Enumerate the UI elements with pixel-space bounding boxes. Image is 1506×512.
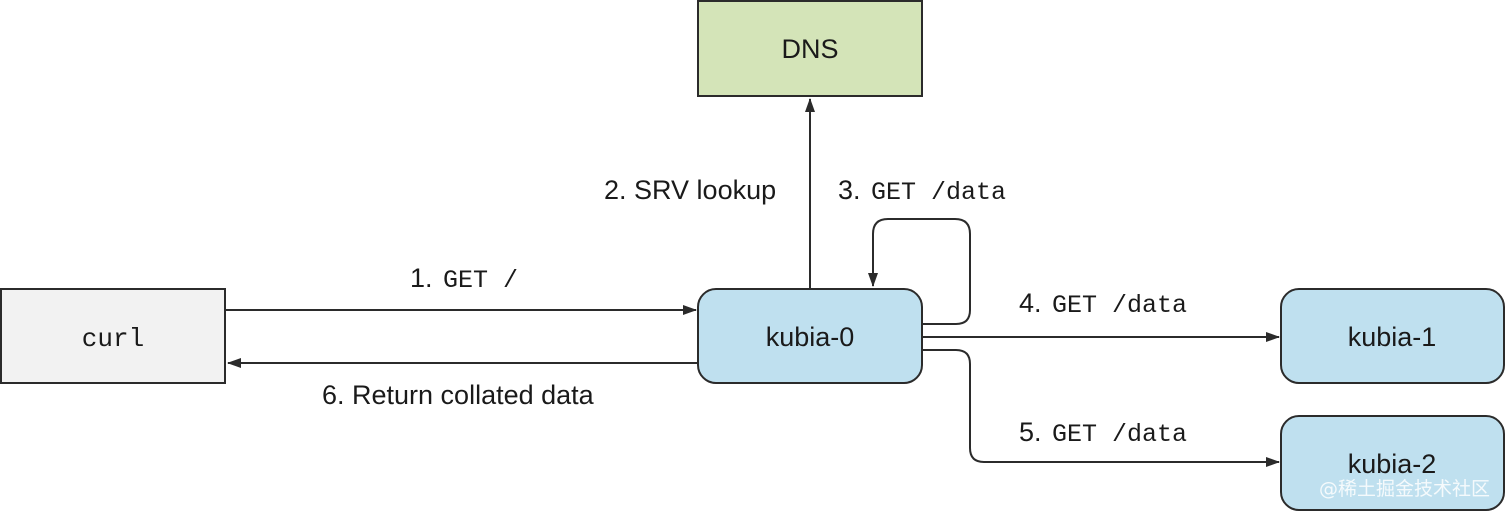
edge-label-step3: 3. GET /data — [838, 175, 1006, 207]
step1-text: GET / — [443, 266, 518, 295]
step4-text: GET /data — [1052, 291, 1187, 320]
node-curl — [0, 288, 226, 384]
step5-text: GET /data — [1052, 420, 1187, 449]
node-kubia-0-label: kubia-0 — [766, 322, 855, 352]
node-kubia-0 — [697, 288, 923, 384]
edges — [226, 98, 1280, 467]
node-dns — [697, 0, 923, 97]
edge-label-step4: 4. GET /data — [1019, 288, 1187, 320]
edge-kubia0-self-loop — [868, 218, 971, 325]
step3-number: 3. — [838, 175, 861, 205]
node-dns-label: DNS — [781, 34, 838, 64]
node-kubia-1-label: kubia-1 — [1348, 322, 1437, 352]
edge-label-step2: 2. SRV lookup — [604, 175, 776, 205]
edge-kubia0-to-kubia2 — [922, 349, 1280, 467]
watermark-text: @稀土掘金技术社区 — [1319, 478, 1490, 500]
step1-number: 1. — [410, 263, 433, 293]
edge-label-step5: 5. GET /data — [1019, 417, 1187, 449]
node-kubia-2-label: kubia-2 — [1348, 449, 1437, 479]
edge-label-step6: 6. Return collated data — [322, 380, 595, 410]
edge-label-step1: 1. GET / — [410, 263, 518, 295]
node-kubia-2 — [1280, 415, 1505, 511]
step4-number: 4. — [1019, 288, 1042, 318]
step5-number: 5. — [1019, 417, 1042, 447]
node-kubia-1 — [1280, 288, 1505, 384]
node-curl-label: curl — [82, 324, 144, 354]
step3-text: GET /data — [871, 178, 1006, 207]
